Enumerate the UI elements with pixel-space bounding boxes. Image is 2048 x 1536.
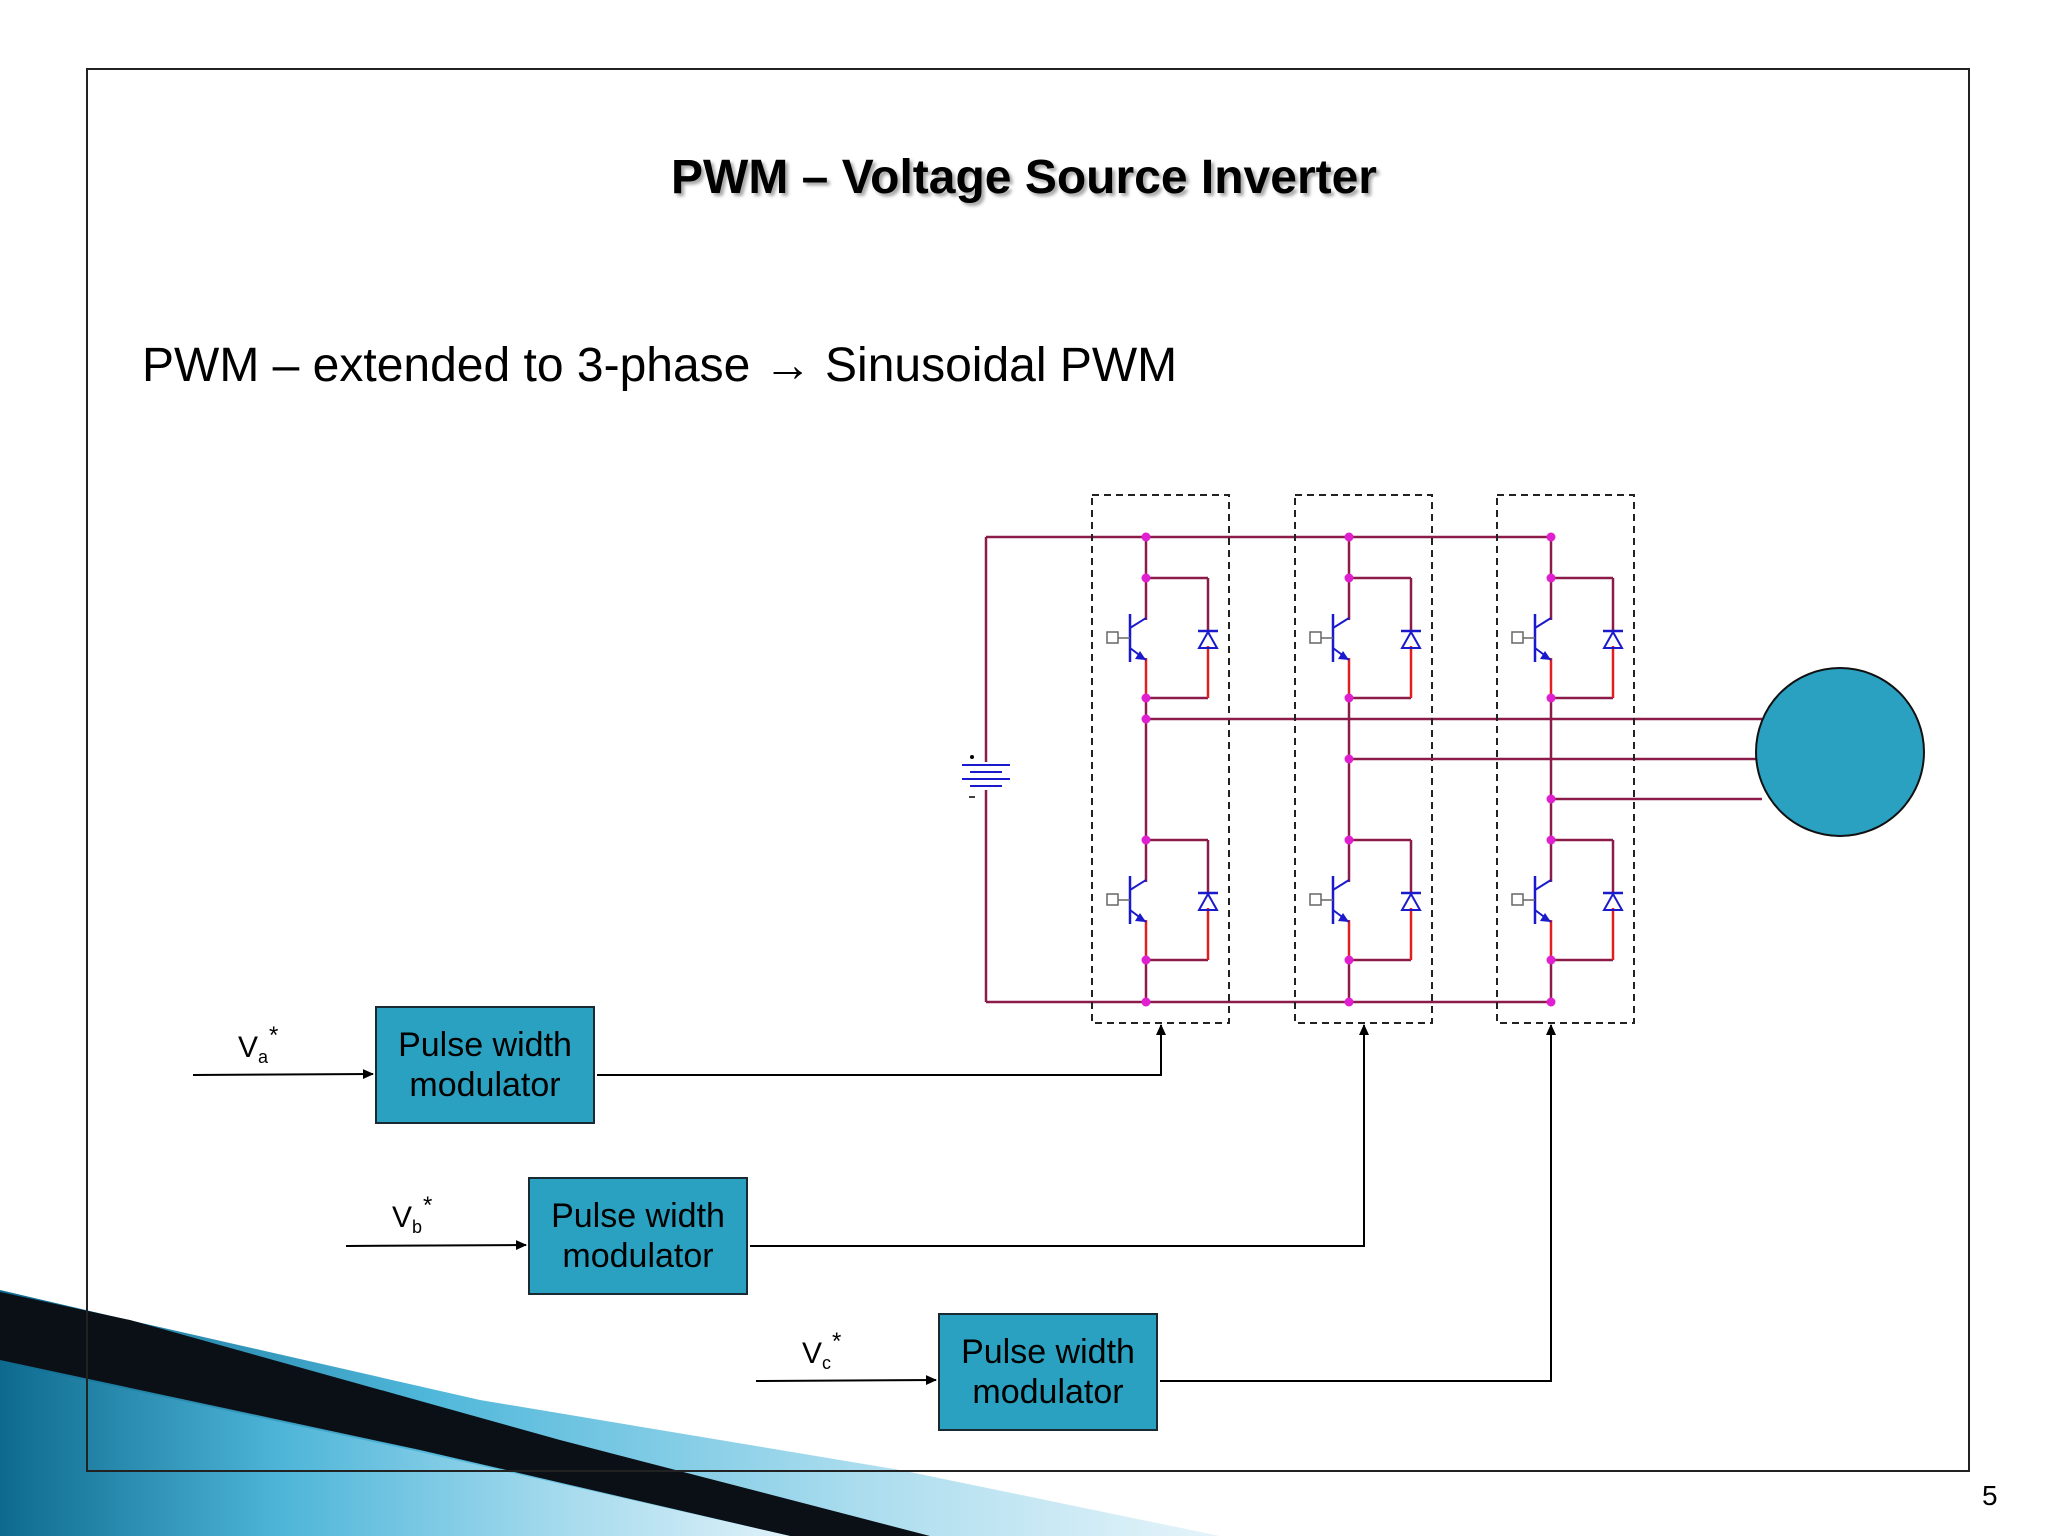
leg-b-lower-switch-gate-terminal xyxy=(1309,893,1322,906)
leg-a-upper-switch-gate-terminal xyxy=(1106,631,1119,644)
signal-label-vb: Vb* xyxy=(392,1192,433,1237)
leg-a-node-negative-bus xyxy=(1141,997,1151,1007)
leg-b-node-output xyxy=(1344,754,1354,764)
leg-a-lower-switch-gate-terminal xyxy=(1106,893,1119,906)
gate-signal-wire-a xyxy=(597,1024,1166,1076)
input-arrow-vb xyxy=(345,1240,527,1251)
leg-c-node-negative-bus xyxy=(1546,997,1556,1007)
leg-a-upper-switch-collector-diag xyxy=(1129,617,1147,629)
leg-c-lower-switch-gate-terminal xyxy=(1511,893,1524,906)
leg-b-upper-switch-emitter-arrow xyxy=(1338,651,1349,660)
leg-c-dashed-boundary xyxy=(1496,494,1635,1024)
leg-c-upper-switch-emitter-arrow xyxy=(1540,651,1551,660)
dc-source-positive-mark xyxy=(970,755,974,759)
leg-c-upper-switch-diode-triangle xyxy=(1602,629,1624,649)
leg-b-upper-switch-diode-triangle xyxy=(1400,629,1422,649)
leg-b-node-positive-bus xyxy=(1344,532,1354,542)
leg-b-upper-switch-node-bottom xyxy=(1344,693,1354,703)
pwm-block-b: Pulse width modulator xyxy=(528,1177,748,1295)
leg-b-upper-switch-node-top xyxy=(1344,573,1354,583)
input-arrow-vc xyxy=(755,1375,937,1386)
leg-b-upper-switch-collector-diag xyxy=(1332,617,1350,629)
pwm-block-a: Pulse width modulator xyxy=(375,1006,595,1124)
gate-signal-wire-c xyxy=(1160,1024,1556,1382)
leg-c-upper-switch-node-bottom xyxy=(1546,693,1556,703)
input-arrow-va xyxy=(192,1069,374,1080)
leg-b-node-negative-bus xyxy=(1344,997,1354,1007)
signal-label-va: Va* xyxy=(238,1022,279,1067)
leg-a-upper-switch-node-bottom xyxy=(1141,693,1151,703)
leg-c-upper-switch-node-top xyxy=(1546,573,1556,583)
pwm-block-c: Pulse width modulator xyxy=(938,1313,1158,1431)
bullet-text: PWM – extended to 3-phase → Sinusoidal P… xyxy=(142,339,1178,392)
leg-a-upper-switch-diode-triangle xyxy=(1197,629,1219,649)
leg-c-upper-switch-gate-terminal xyxy=(1511,631,1524,644)
leg-b-upper-switch-gate-terminal xyxy=(1309,631,1322,644)
leg-b-lower-switch-collector-diag xyxy=(1332,879,1350,891)
leg-c-lower-switch-node-top xyxy=(1546,835,1556,845)
leg-a-lower-switch-emitter-arrow xyxy=(1135,913,1146,922)
signal-label-vc: Vc* xyxy=(802,1328,842,1373)
leg-a-lower-switch-node-bottom xyxy=(1141,955,1151,965)
leg-a-dashed-boundary xyxy=(1091,494,1230,1024)
leg-a-lower-switch-collector-diag xyxy=(1129,879,1147,891)
leg-a-lower-switch-diode-triangle xyxy=(1197,891,1219,911)
leg-c-lower-switch-diode-triangle xyxy=(1602,891,1624,911)
leg-b-lower-switch-node-bottom xyxy=(1344,955,1354,965)
leg-c-lower-switch-emitter-arrow xyxy=(1540,913,1551,922)
slide-title: PWM – Voltage Source Inverter xyxy=(671,151,1377,204)
gate-signal-wire-b xyxy=(750,1024,1369,1247)
leg-a-upper-switch-node-top xyxy=(1141,573,1151,583)
leg-c-lower-switch-collector-diag xyxy=(1534,879,1552,891)
leg-b-lower-switch-node-top xyxy=(1344,835,1354,845)
leg-a-node-output xyxy=(1141,714,1151,724)
leg-c-node-output xyxy=(1546,794,1556,804)
leg-c-node-positive-bus xyxy=(1546,532,1556,542)
leg-a-upper-switch-emitter-arrow xyxy=(1135,651,1146,660)
leg-a-lower-switch-node-top xyxy=(1141,835,1151,845)
leg-c-lower-switch-node-bottom xyxy=(1546,955,1556,965)
leg-b-lower-switch-emitter-arrow xyxy=(1338,913,1349,922)
leg-a-node-positive-bus xyxy=(1141,532,1151,542)
ac-motor-load xyxy=(1755,667,1925,837)
page-number: 5 xyxy=(1982,1480,1998,1511)
leg-b-lower-switch-diode-triangle xyxy=(1400,891,1422,911)
slide-frame xyxy=(86,68,1970,1472)
leg-c-upper-switch-collector-diag xyxy=(1534,617,1552,629)
